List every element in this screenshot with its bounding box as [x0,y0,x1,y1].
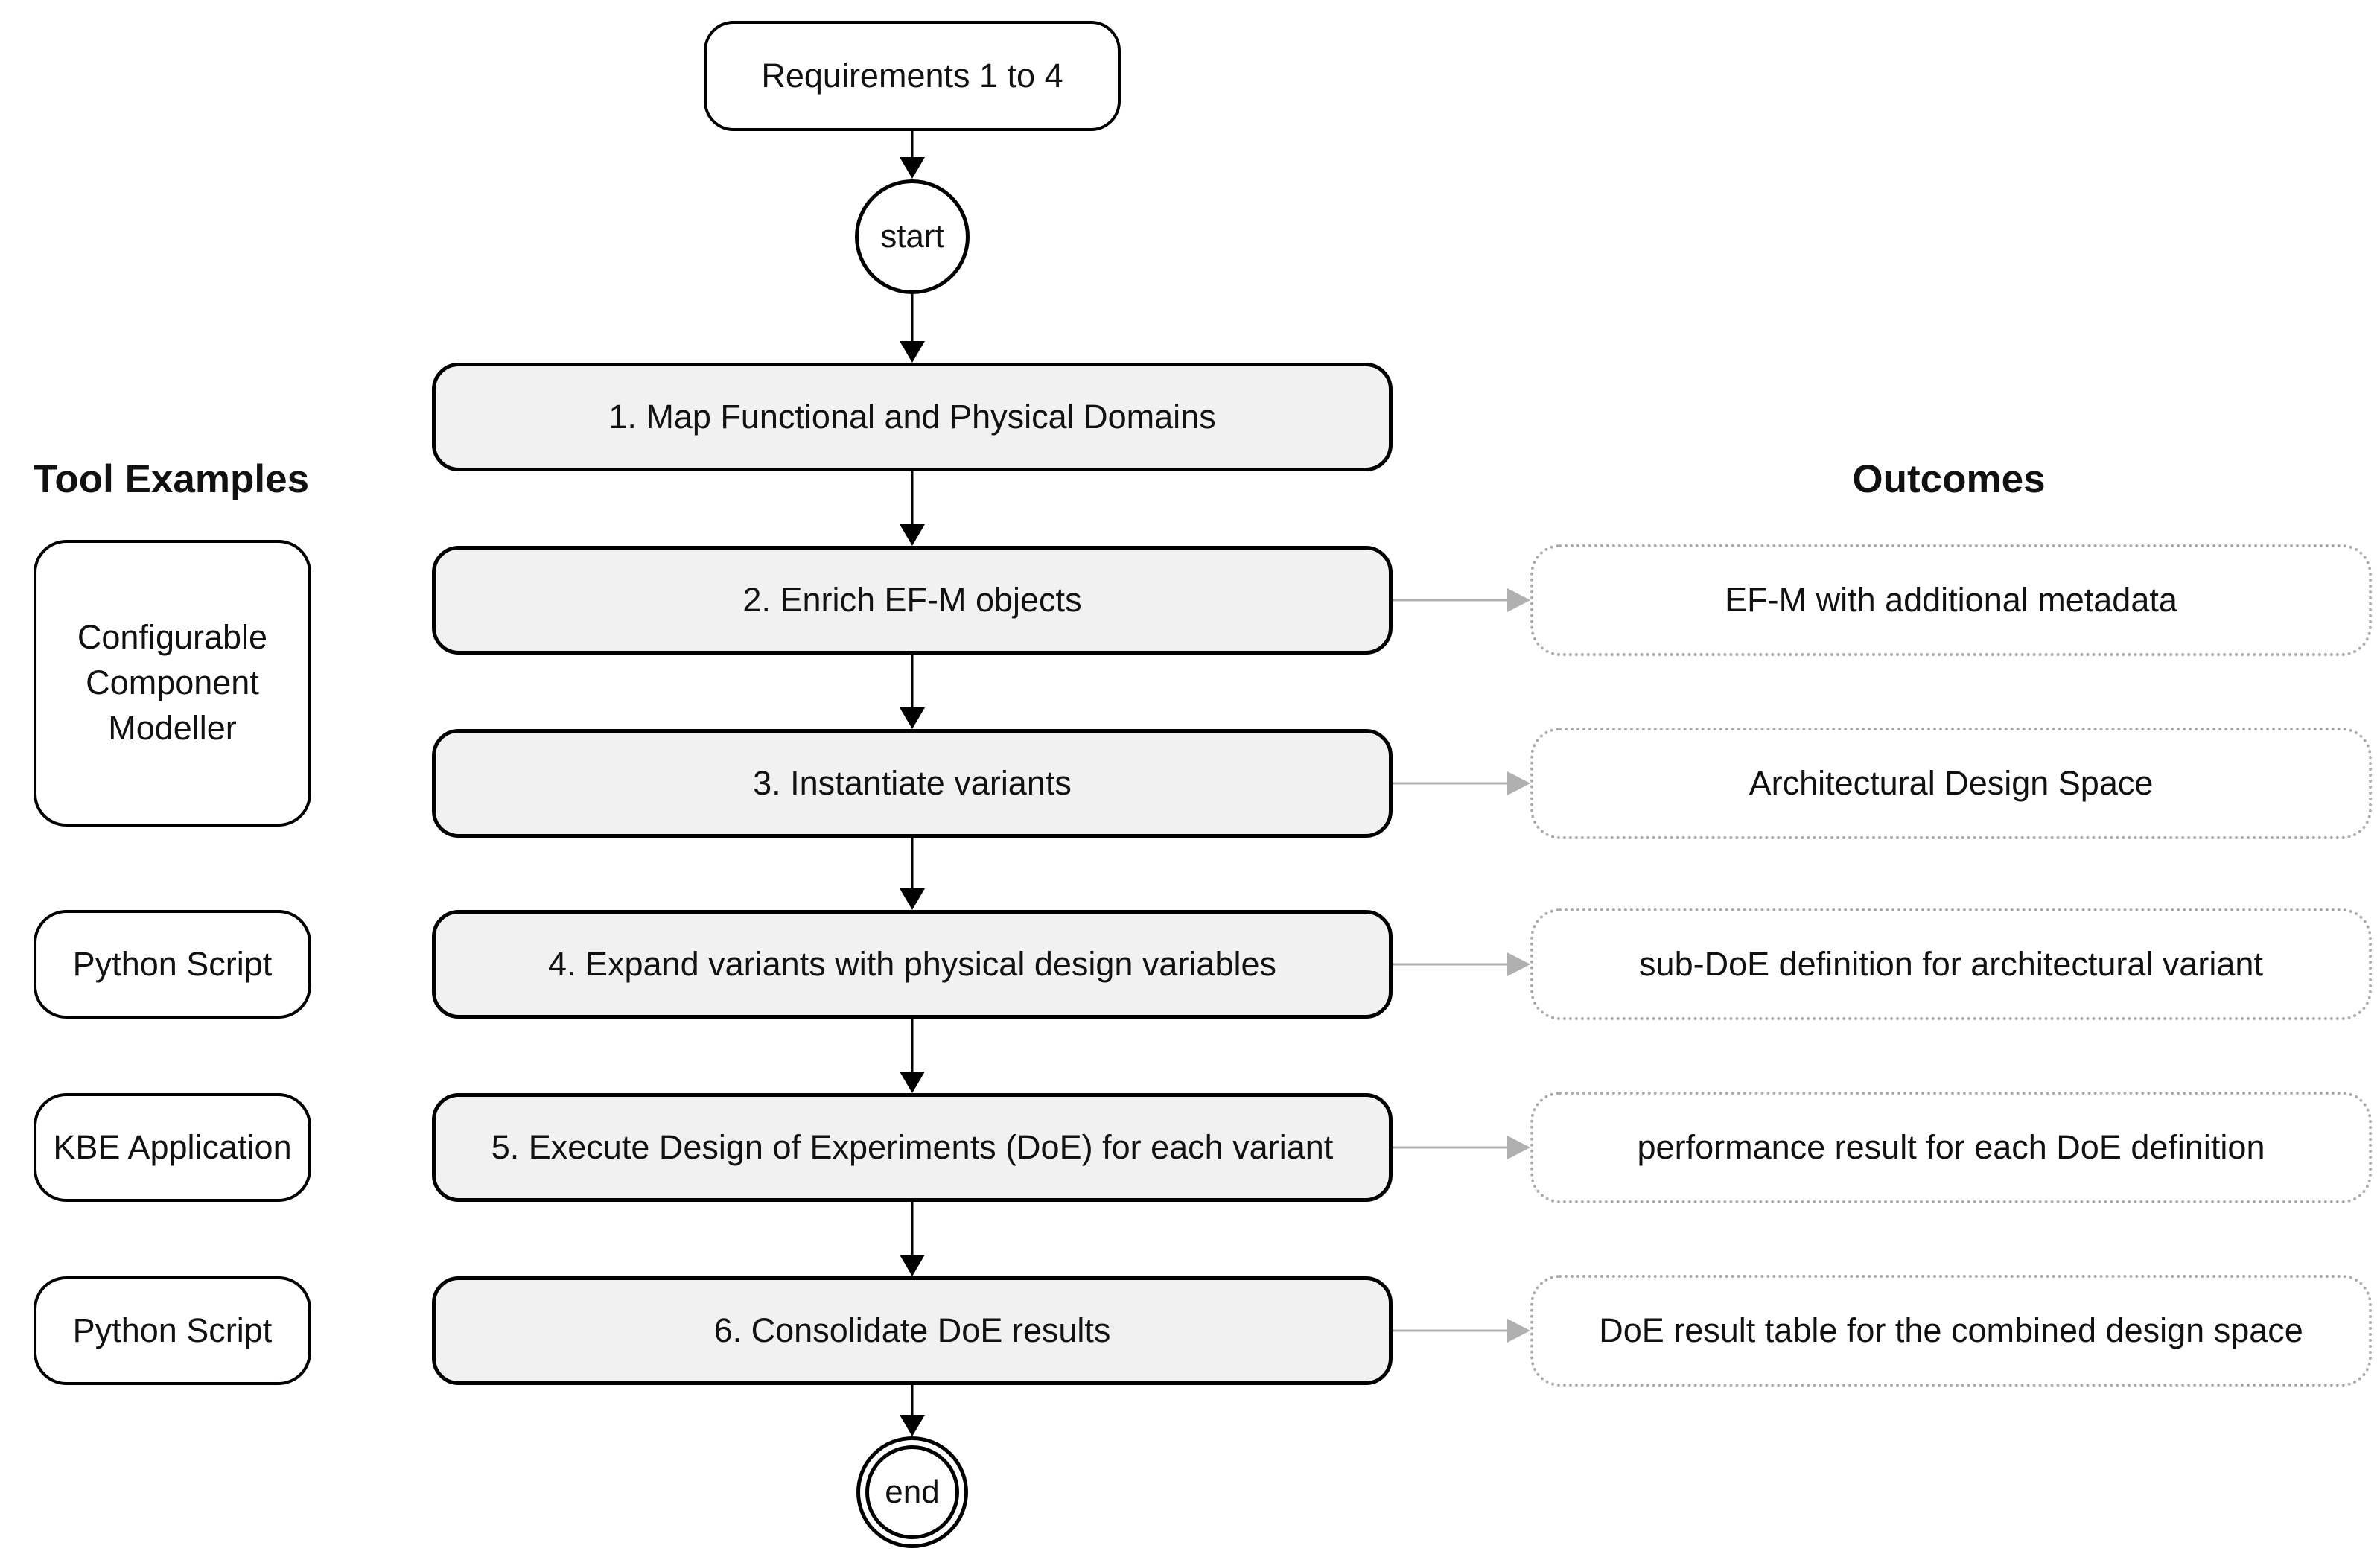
flow-arrow-start-to-step1 [900,294,925,363]
tools-heading: Tool Examples [33,457,310,501]
flow-step-4: 4. Expand variants with physical design … [432,910,1393,1019]
outcome-box-5: DoE result table for the combined design… [1530,1275,2372,1387]
outcome-arrow-step5 [1393,1136,1530,1159]
flow-arrow-step6-to-end [900,1385,925,1436]
outcome-box-1: EF-M with additional metadata [1530,544,2372,656]
tool-box-kbe-application: KBE Application [34,1093,311,1202]
flow-step-6: 6. Consolidate DoE results [432,1276,1393,1385]
flow-arrow-step2-to-step3 [900,655,925,729]
flow-step-1: 1. Map Functional and Physical Domains [432,363,1393,471]
start-node: start [855,179,970,294]
flow-arrow-requirements-to-start [900,131,925,179]
tool-box-configurable-component-modeller: Configurable Component Modeller [34,540,311,827]
flow-arrow-step4-to-step5 [900,1019,925,1093]
end-node: end [856,1436,968,1548]
flow-arrow-step1-to-step2 [900,471,925,546]
flow-step-2: 2. Enrich EF-M objects [432,546,1393,655]
flow-step-5: 5. Execute Design of Experiments (DoE) f… [432,1093,1393,1202]
end-node-inner-circle: end [865,1445,959,1539]
outcomes-heading: Outcomes [1852,457,2046,501]
flow-step-3: 3. Instantiate variants [432,729,1393,838]
outcome-box-2: Architectural Design Space [1530,728,2372,839]
requirements-node: Requirements 1 to 4 [704,21,1121,131]
outcome-box-4: performance result for each DoE definiti… [1530,1092,2372,1203]
flow-arrow-step3-to-step4 [900,838,925,910]
outcome-arrow-step3 [1393,771,1530,795]
outcome-arrow-step4 [1393,952,1530,976]
outcome-arrow-step6 [1393,1319,1530,1343]
tool-box-python-script-1: Python Script [34,910,311,1019]
tool-box-python-script-2: Python Script [34,1276,311,1385]
flow-arrow-step5-to-step6 [900,1202,925,1276]
outcome-box-3: sub-DoE definition for architectural var… [1530,908,2372,1020]
outcome-arrow-step2 [1393,588,1530,612]
